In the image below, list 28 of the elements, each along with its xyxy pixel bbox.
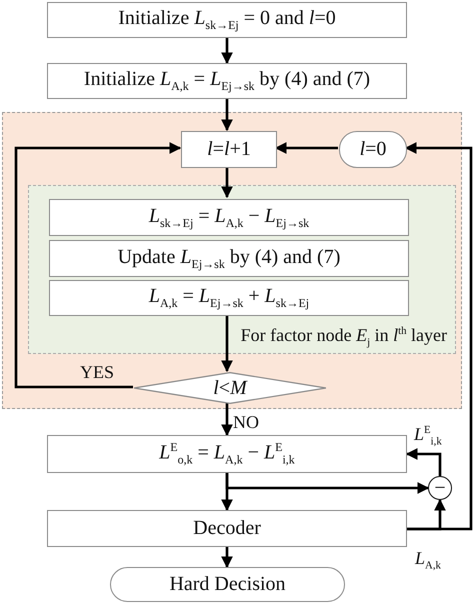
- arrow: [221, 314, 233, 372]
- process-box: l=l+1: [181, 131, 277, 168]
- process-box: L$_{sk→Ej}$ = L$_{A,k}$ − L$_{Ej→sk}$: [49, 199, 409, 236]
- arrow: [274, 142, 338, 154]
- arrow: [221, 167, 233, 198]
- terminal-box: l=0: [339, 131, 407, 168]
- edge-label: L$_{A,k}$: [415, 548, 441, 572]
- arrow: [226, 473, 430, 494]
- decision-diamond: l<M: [134, 372, 326, 404]
- arrow: [406, 448, 442, 476]
- arrow: [221, 547, 233, 568]
- terminal-box: Hard Decision: [110, 567, 345, 602]
- subtractor-circle: −: [428, 476, 452, 500]
- loop-region: [2, 112, 462, 409]
- loop-region: [28, 185, 456, 354]
- process-box: Initialize L$_{sk→Ej}$ = 0 and l=0: [47, 2, 407, 38]
- process-box: Decoder: [47, 510, 407, 547]
- process-box: L$_{A,k}$ = L$_{Ej→sk}$ + L$_{sk→Ej}$: [49, 280, 409, 316]
- arrow: [221, 403, 233, 436]
- arrow: [221, 38, 233, 64]
- edge-label: NO: [233, 412, 259, 433]
- process-box: Update L$_{Ej→sk}$ by (4) and (7): [49, 240, 409, 277]
- arrow: [221, 99, 233, 132]
- arrow: [14, 142, 182, 388]
- process-box: Initialize L$_{A,k}$ = L$_{Ej→sk}$ by (4) and (7): [47, 63, 407, 99]
- arrow: [404, 142, 472, 530]
- edge-label: YES: [80, 362, 114, 383]
- region-caption: For factor node E$_{j}$ in l$^{th}$ layer: [240, 325, 447, 349]
